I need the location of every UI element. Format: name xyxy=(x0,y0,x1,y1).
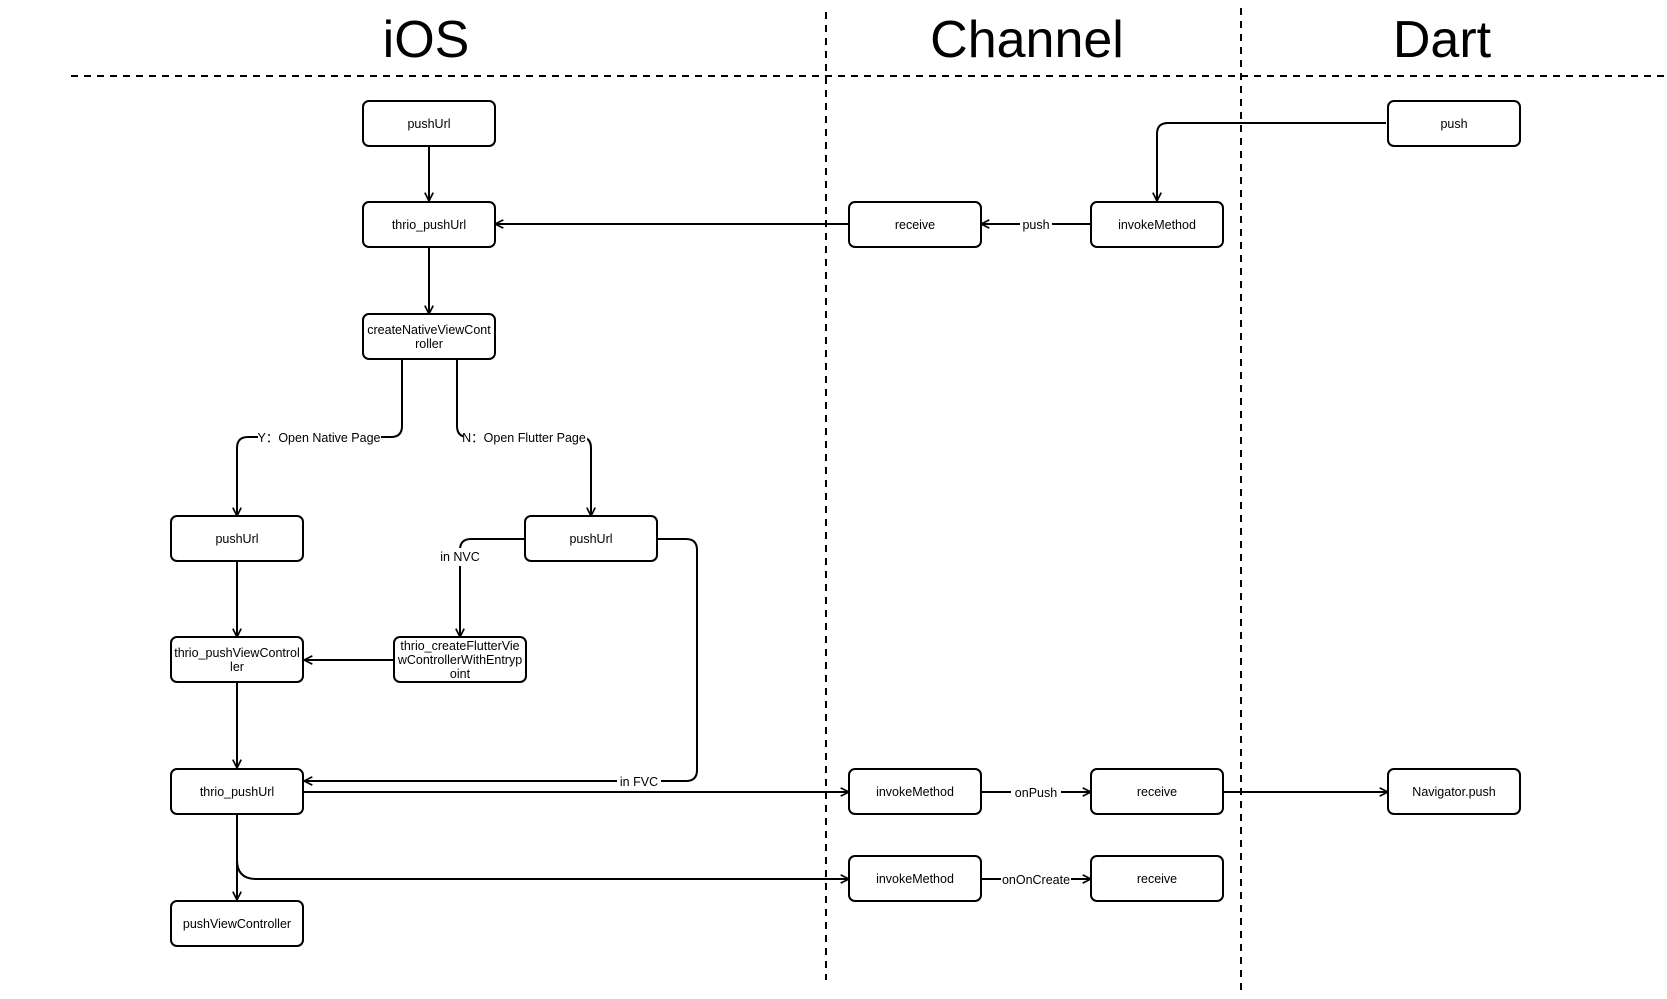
node-box xyxy=(362,201,496,248)
node-ios-pushUrl-native: pushUrl xyxy=(170,515,304,562)
node-label-line: push xyxy=(1440,117,1467,131)
node-label-line: receive xyxy=(895,218,935,232)
node-label-line: thrio_pushUrl xyxy=(392,218,466,232)
node-label-line: thrio_pushViewControl xyxy=(174,646,300,660)
node-box xyxy=(393,636,527,683)
edge-label-in-nvc: in NVC xyxy=(437,548,483,566)
node-box xyxy=(1090,201,1224,248)
svg-text:N：Open Flutter Page: N：Open Flutter Page xyxy=(462,431,586,445)
node-box xyxy=(1090,768,1224,815)
node-label-line: receive xyxy=(1137,785,1177,799)
node-channel-invokeMethod-onCreate: invokeMethod xyxy=(848,855,982,902)
node-dart-navigator-push: Navigator.push xyxy=(1387,768,1521,815)
node-ios-pushViewController: pushViewController xyxy=(170,900,304,947)
node-label-line: pushUrl xyxy=(215,532,258,546)
svg-text:in FVC: in FVC xyxy=(620,775,658,789)
node-box xyxy=(848,768,982,815)
edge-label-onOnCreate: onOnCreate xyxy=(1001,870,1071,888)
node-channel-receive-onCreate: receive xyxy=(1090,855,1224,902)
node-box xyxy=(362,313,496,360)
edge-dart-push-to-invokeMethod xyxy=(1157,122,1386,201)
node-box xyxy=(524,515,658,562)
edge-label-yes-native: Y：Open Native Page xyxy=(258,428,381,446)
node-dart-push: push xyxy=(1387,100,1521,147)
node-label-line: invokeMethod xyxy=(876,785,954,799)
node-ios-pushUrl-top: pushUrl xyxy=(362,100,496,147)
node-ios-thrio-pushUrl-bottom: thrio_pushUrl xyxy=(170,768,304,815)
node-box xyxy=(848,855,982,902)
node-ios-thrio-createFlutterViewController: thrio_createFlutterViewControllerWithEnt… xyxy=(393,636,527,683)
node-label-line: roller xyxy=(415,337,443,351)
node-label-line: receive xyxy=(1137,872,1177,886)
node-label-line: createNativeViewCont xyxy=(367,323,491,337)
node-label-line: pushUrl xyxy=(407,117,450,131)
node-box xyxy=(170,900,304,947)
svg-text:onOnCreate: onOnCreate xyxy=(1002,873,1070,887)
node-label-line: Navigator.push xyxy=(1412,785,1495,799)
node-ios-thrio-pushViewController: thrio_pushViewController xyxy=(170,636,304,683)
node-label-line: invokeMethod xyxy=(876,872,954,886)
node-box xyxy=(170,768,304,815)
node-channel-receive-top: receive xyxy=(848,201,982,248)
node-box xyxy=(848,201,982,248)
svg-text:onPush: onPush xyxy=(1015,786,1057,800)
edge-flutter-pushUrl-in-fvc xyxy=(304,538,698,781)
node-channel-invokeMethod-onPush: invokeMethod xyxy=(848,768,982,815)
node-channel-invokeMethod-top: invokeMethod xyxy=(1090,201,1224,248)
node-box xyxy=(170,636,304,683)
node-ios-pushUrl-flutter: pushUrl xyxy=(524,515,658,562)
svg-text:push: push xyxy=(1022,218,1049,232)
lane-title-channel: Channel xyxy=(930,11,1124,69)
svg-text:Y：Open Native Page: Y：Open Native Page xyxy=(258,431,381,445)
node-label-line: thrio_pushUrl xyxy=(200,785,274,799)
node-box xyxy=(1090,855,1224,902)
node-channel-receive-onPush: receive xyxy=(1090,768,1224,815)
svg-text:in NVC: in NVC xyxy=(440,550,480,564)
node-box xyxy=(1387,768,1521,815)
node-box xyxy=(362,100,496,147)
node-label-line: thrio_createFlutterVie xyxy=(400,639,519,653)
lane-title-dart: Dart xyxy=(1393,11,1492,69)
node-label-line: oint xyxy=(450,667,471,681)
lane-title-ios: iOS xyxy=(383,11,470,69)
node-label-line: wControllerWithEntryp xyxy=(397,653,522,667)
edge-label-no-flutter: N：Open Flutter Page xyxy=(462,428,587,446)
node-box xyxy=(1387,100,1521,147)
node-box xyxy=(170,515,304,562)
node-label-line: ler xyxy=(230,660,244,674)
node-label-line: pushViewController xyxy=(183,917,291,931)
node-ios-thrio-pushUrl-top: thrio_pushUrl xyxy=(362,201,496,248)
node-label-line: invokeMethod xyxy=(1118,218,1196,232)
edge-label-onPush: onPush xyxy=(1011,783,1061,801)
edge-label-in-fvc: in FVC xyxy=(617,772,661,790)
node-label-line: pushUrl xyxy=(569,532,612,546)
edge-thrio-pushUrl-to-invokeMethod-onCreate xyxy=(236,859,849,879)
edge-label-push: push xyxy=(1020,215,1052,233)
